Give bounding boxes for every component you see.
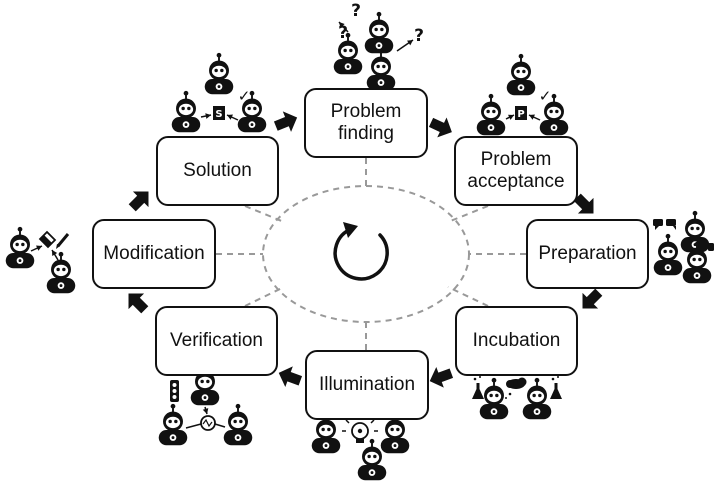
robot-icon [333, 32, 363, 75]
icon-group-problem-finding: ??? [333, 1, 424, 91]
robot-icon [506, 53, 536, 96]
icon-group-solution: S✓ [171, 52, 267, 133]
robot-icon [223, 403, 253, 446]
icon-group-illumination [311, 411, 410, 481]
stage-box-solution: Solution [156, 136, 279, 206]
robot-icon [46, 251, 76, 294]
dashed-spoke [447, 286, 489, 307]
robot-icon [366, 48, 396, 91]
solution-badge-icon: S [213, 106, 225, 120]
stage-label-illumination: Illumination [318, 374, 416, 395]
stage-box-problem-finding: Problem finding [304, 88, 428, 158]
stage-box-incubation: Incubation [455, 306, 578, 376]
stage-box-problem-acceptance: Problem acceptance [454, 136, 578, 206]
cycle-arrow-icon [333, 222, 389, 281]
stage-box-illumination: Illumination [305, 350, 429, 420]
icon-group-verification [158, 363, 253, 446]
thought-cloud-icon [505, 377, 527, 399]
eraser-icon [38, 230, 57, 249]
arrow-solution-to-problem-finding [273, 111, 298, 132]
dashed-spoke [244, 286, 285, 307]
arrow-acceptance-to-preparation [573, 193, 594, 214]
svg-text:S: S [215, 109, 222, 120]
stage-box-modification: Modification [92, 219, 216, 289]
stage-label-verification: Verification [170, 330, 263, 351]
robot-icon [653, 233, 683, 276]
robot-icon [190, 363, 220, 406]
icon-group-modification [5, 226, 76, 294]
robot-icon [311, 411, 341, 454]
pencil-icon [56, 233, 70, 249]
icon-group-incubation [472, 376, 562, 420]
stage-label-solution: Solution [183, 160, 252, 181]
magnifier-icon [200, 415, 216, 431]
robot-icon [158, 403, 188, 446]
icon-group-preparation [653, 210, 714, 284]
robot-icon [204, 52, 234, 95]
stage-label-problem-finding: Problem finding [330, 101, 402, 144]
speech-bubbles-icon [653, 219, 714, 251]
stage-label-incubation: Incubation [472, 330, 561, 351]
flask-icon [550, 376, 562, 399]
arrow-preparation-to-incubation [582, 288, 603, 309]
arrow-problem-finding-to-acceptance [428, 117, 452, 138]
svg-text:P: P [517, 109, 524, 120]
robot-icon [479, 377, 509, 420]
center-hub [216, 158, 526, 350]
problem-badge-icon: P [515, 106, 527, 120]
dashed-spoke [244, 205, 285, 223]
question-mark-icon: ? [351, 1, 361, 21]
stage-label-modification: Modification [103, 243, 205, 264]
stage-box-preparation: Preparation [526, 219, 649, 289]
robot-icon [539, 93, 569, 136]
stage-label-preparation: Preparation [538, 243, 637, 264]
stage-label-problem-acceptance: Problem acceptance [467, 149, 565, 192]
robot-icon [680, 210, 710, 253]
robot-icon [364, 11, 394, 54]
arrow-illumination-to-verification [278, 366, 303, 387]
robot-icon [171, 90, 201, 133]
robot-icon [237, 90, 267, 133]
robot-icon [5, 226, 35, 269]
arrow-verification-to-modification [128, 293, 149, 314]
check-mark-icon: ✓ [539, 87, 552, 105]
dashed-spoke [447, 205, 489, 223]
robot-icon [682, 241, 712, 284]
icon-group-problem-acceptance: P✓ [476, 53, 569, 136]
traffic-light-icon [170, 380, 179, 402]
question-mark-icon: ? [414, 26, 424, 46]
center-dashed-ellipse [262, 185, 470, 323]
arrow-modification-to-solution [128, 191, 149, 212]
robot-icon [522, 377, 552, 420]
stage-box-verification: Verification [155, 306, 278, 376]
arrow-incubation-to-illumination [429, 367, 454, 388]
robot-icon [476, 93, 506, 136]
robot-icon [357, 438, 387, 481]
question-mark-icon: ? [338, 23, 348, 43]
flask-icon [472, 376, 484, 399]
check-mark-icon: ✓ [238, 87, 251, 105]
